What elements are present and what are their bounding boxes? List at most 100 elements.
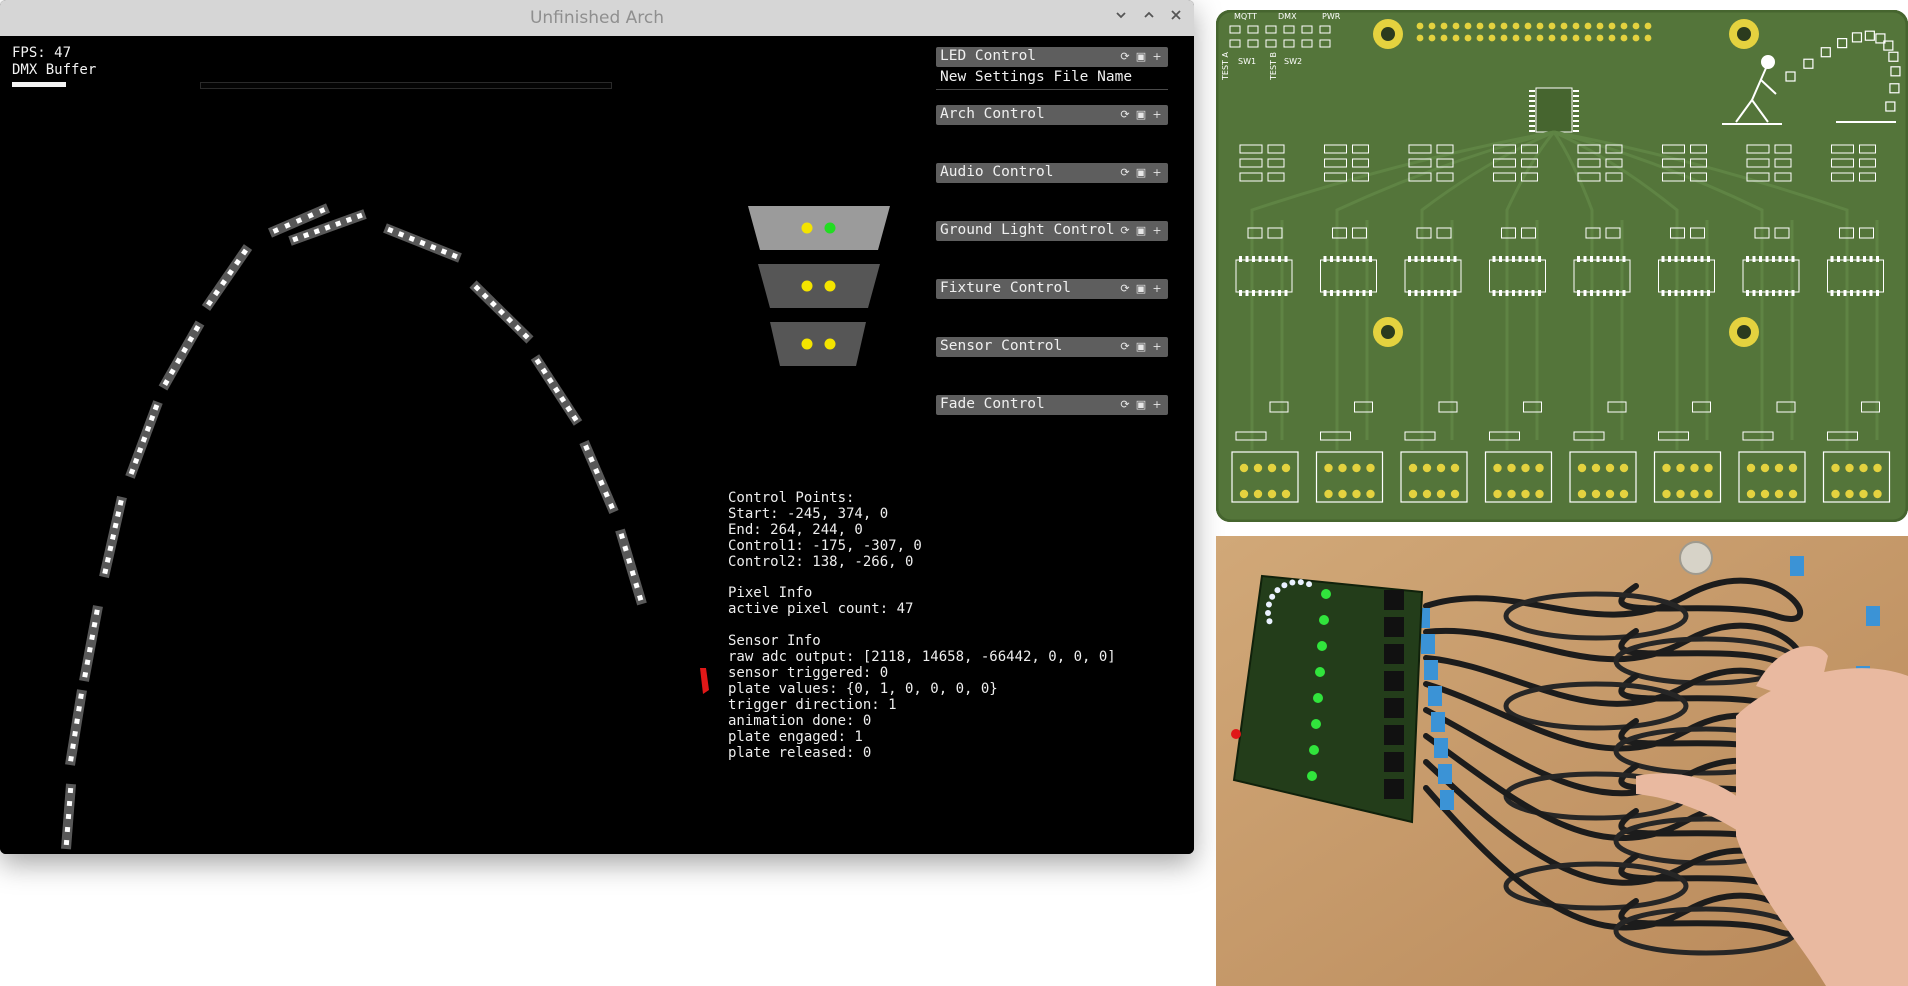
- channel-group: [1400, 144, 1468, 503]
- mounting-hole: [1373, 19, 1403, 49]
- refresh-icon[interactable]: ⟳: [1120, 108, 1130, 121]
- arch-pixel: [292, 235, 299, 243]
- arch-pixel: [540, 367, 548, 375]
- status-led: [1321, 589, 1331, 599]
- minimize-button[interactable]: [1112, 9, 1130, 27]
- mqtt-label: MQTT: [1234, 12, 1257, 21]
- active-pixel-count: active pixel count: 47: [728, 601, 914, 618]
- plus-icon[interactable]: +: [1152, 50, 1162, 63]
- arch-pixel: [571, 414, 579, 422]
- cable-tag: [1434, 738, 1448, 758]
- fixture-middle: [758, 264, 880, 308]
- close-button[interactable]: [1167, 9, 1185, 27]
- plus-icon[interactable]: +: [1152, 166, 1162, 179]
- maximize-button[interactable]: [1140, 9, 1158, 27]
- arch-control-panel[interactable]: Arch Control ⟳ ▣ +: [936, 105, 1168, 125]
- arch-pixel: [162, 379, 170, 386]
- arch-pixel: [397, 231, 405, 238]
- save-icon[interactable]: ▣: [1135, 108, 1147, 121]
- arch-segment: [268, 203, 330, 238]
- fps-readout: FPS: 47: [12, 45, 72, 61]
- arch-pixel: [618, 533, 625, 540]
- sensor-control-panel[interactable]: Sensor Control ⟳ ▣ +: [936, 337, 1168, 357]
- fixture-light: [801, 338, 813, 350]
- new-settings-file-input[interactable]: New Settings File Name: [940, 69, 1133, 85]
- mounting-hole: [1729, 317, 1759, 347]
- arch-pixel: [128, 468, 136, 475]
- arch-segment: [579, 440, 619, 514]
- arch-pixel: [68, 755, 74, 762]
- cable-tag: [1866, 606, 1880, 626]
- arch-pixel: [72, 730, 78, 737]
- arch-pixel: [70, 743, 76, 750]
- arch-pixel: [302, 232, 310, 239]
- raw-adc-output: raw adc output: [2118, 14658, -66442, 0,…: [728, 649, 1116, 666]
- arch-pixel: [307, 212, 314, 219]
- arch-pixel: [324, 224, 331, 231]
- arch-pixel: [93, 609, 100, 616]
- save-icon[interactable]: ▣: [1134, 224, 1148, 238]
- divider: [936, 89, 1168, 90]
- pcb-logo-figure: [1722, 55, 1896, 125]
- save-icon[interactable]: ▣: [1135, 282, 1147, 295]
- arch-pixel: [181, 346, 188, 354]
- ground-light-fixtures: [748, 206, 890, 366]
- arch-pixel: [284, 222, 291, 229]
- refresh-icon[interactable]: ⟳: [1120, 398, 1130, 411]
- arch-pixel: [608, 502, 615, 510]
- refresh-icon[interactable]: ⟳: [1120, 340, 1130, 353]
- arch-pixel: [506, 316, 514, 324]
- ground-light-control-panel[interactable]: Ground Light Control ⟳ ▣ +: [936, 221, 1168, 241]
- fade-control-panel[interactable]: Fade Control ⟳ ▣ +: [936, 395, 1168, 415]
- led-control-panel[interactable]: LED Control ⟳ ▣ +: [936, 47, 1168, 67]
- arch-pixel: [76, 705, 82, 712]
- knob: [1679, 541, 1713, 575]
- trigger-direction: trigger direction: 1: [728, 696, 897, 713]
- arch-pixel: [107, 545, 114, 552]
- plus-icon[interactable]: +: [1152, 340, 1162, 353]
- arch-pixel: [63, 839, 70, 846]
- refresh-icon[interactable]: ⟳: [1118, 224, 1132, 238]
- refresh-icon[interactable]: ⟳: [1120, 166, 1130, 179]
- arch-pixel: [626, 557, 633, 564]
- plus-icon[interactable]: +: [1152, 108, 1162, 121]
- audio-control-panel[interactable]: Audio Control ⟳ ▣ +: [936, 163, 1168, 183]
- arch-pixel: [318, 207, 326, 214]
- refresh-icon[interactable]: ⟳: [1120, 282, 1130, 295]
- arch-segment: [201, 244, 253, 311]
- arch-pixel: [481, 292, 489, 300]
- arch-pixel: [82, 671, 89, 678]
- chevron-up-icon: [1144, 11, 1154, 18]
- plus-icon[interactable]: +: [1152, 398, 1162, 411]
- save-icon[interactable]: ▣: [1135, 166, 1147, 179]
- save-icon[interactable]: ▣: [1135, 50, 1147, 63]
- fixture-light: [824, 280, 836, 292]
- save-icon[interactable]: ▣: [1135, 398, 1147, 411]
- window-title: Unfinished Arch: [529, 8, 665, 28]
- channel-group: [1484, 144, 1553, 503]
- pixel-info-header: Pixel Info: [728, 585, 813, 602]
- fixture-control-panel[interactable]: Fixture Control ⟳ ▣ +: [936, 279, 1168, 299]
- arch-pixel: [473, 284, 481, 292]
- test-b-label: TEST B: [1269, 52, 1278, 81]
- arch-pixel: [132, 457, 140, 465]
- cable-tag: [1438, 764, 1452, 784]
- plus-icon[interactable]: +: [1152, 282, 1162, 295]
- arch-pixel: [112, 522, 119, 529]
- copper-traces: [1250, 130, 1879, 450]
- refresh-icon[interactable]: ⟳: [1120, 50, 1130, 63]
- chevron-down-icon: [1116, 12, 1126, 19]
- plus-icon[interactable]: +: [1150, 224, 1164, 238]
- arch-pixel: [140, 436, 148, 443]
- arch-pixel: [546, 377, 554, 385]
- arch-segment: [61, 783, 76, 850]
- status-led: [1311, 719, 1321, 729]
- arch-pixel: [522, 332, 530, 340]
- power-led: [1231, 729, 1241, 739]
- pcb-render-image: MQTT DMX PWR TEST A TEST B SW1 SW2: [1216, 10, 1908, 522]
- fixture-top: [748, 206, 890, 250]
- panel-label: Sensor Control: [940, 338, 1063, 354]
- save-icon[interactable]: ▣: [1135, 340, 1147, 353]
- cable-tag: [1421, 634, 1435, 654]
- arch-pixel: [110, 534, 116, 540]
